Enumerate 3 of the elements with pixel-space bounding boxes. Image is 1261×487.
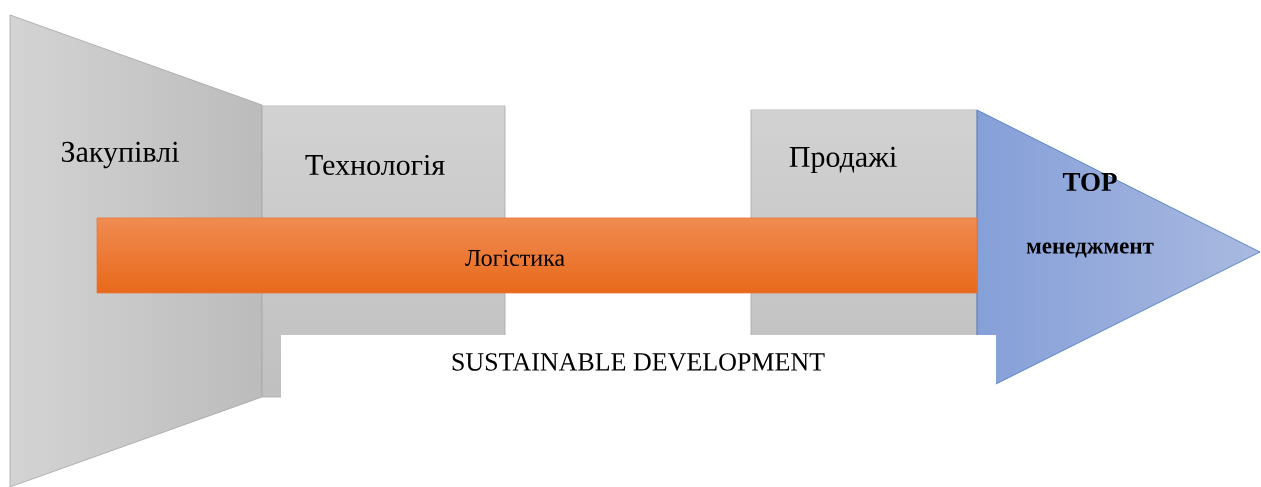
band: SUSTAINABLE DEVELOPMENT: [281, 335, 996, 398]
arrowhead-segment: TOP менеджмент: [976, 109, 1261, 385]
bar: Логістика: [96, 217, 978, 294]
